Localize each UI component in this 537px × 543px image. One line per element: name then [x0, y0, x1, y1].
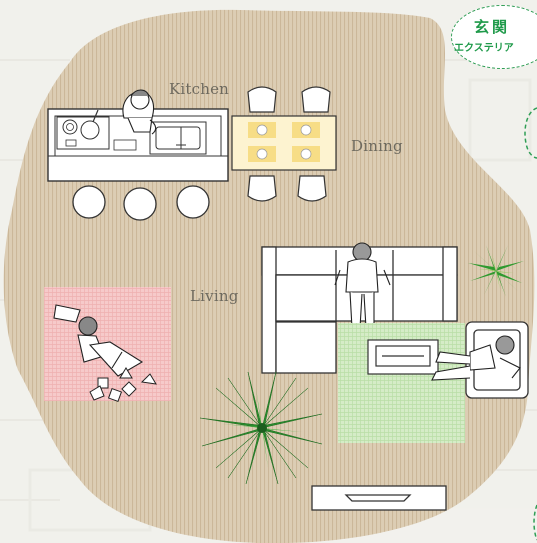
person-sitting-sofa-icon	[334, 242, 391, 329]
side-callout-bottom	[533, 504, 537, 541]
room-label-kitchen: Kitchen	[169, 80, 230, 98]
callout-subtitle: エクステリア	[454, 43, 514, 54]
palm-plant-icon	[199, 371, 323, 485]
callout-title: 玄関	[474, 18, 511, 36]
room-label-dining: Dining	[351, 137, 403, 155]
side-callout	[524, 107, 537, 159]
person-lounging-icon	[431, 335, 521, 381]
room-label-living: Living	[190, 287, 239, 305]
tv-console	[311, 485, 447, 511]
coffee-table	[367, 339, 439, 375]
toy-blocks	[89, 367, 157, 403]
person-cooking-icon	[122, 89, 157, 135]
person-reading-icon	[53, 304, 144, 377]
small-plant-icon	[468, 245, 524, 297]
exterior-callout[interactable]: 玄関 エクステリア	[451, 5, 537, 69]
stove-icon	[56, 109, 110, 150]
dining-set	[231, 86, 337, 202]
sink-icon	[149, 121, 207, 155]
bar-stools	[72, 185, 210, 221]
